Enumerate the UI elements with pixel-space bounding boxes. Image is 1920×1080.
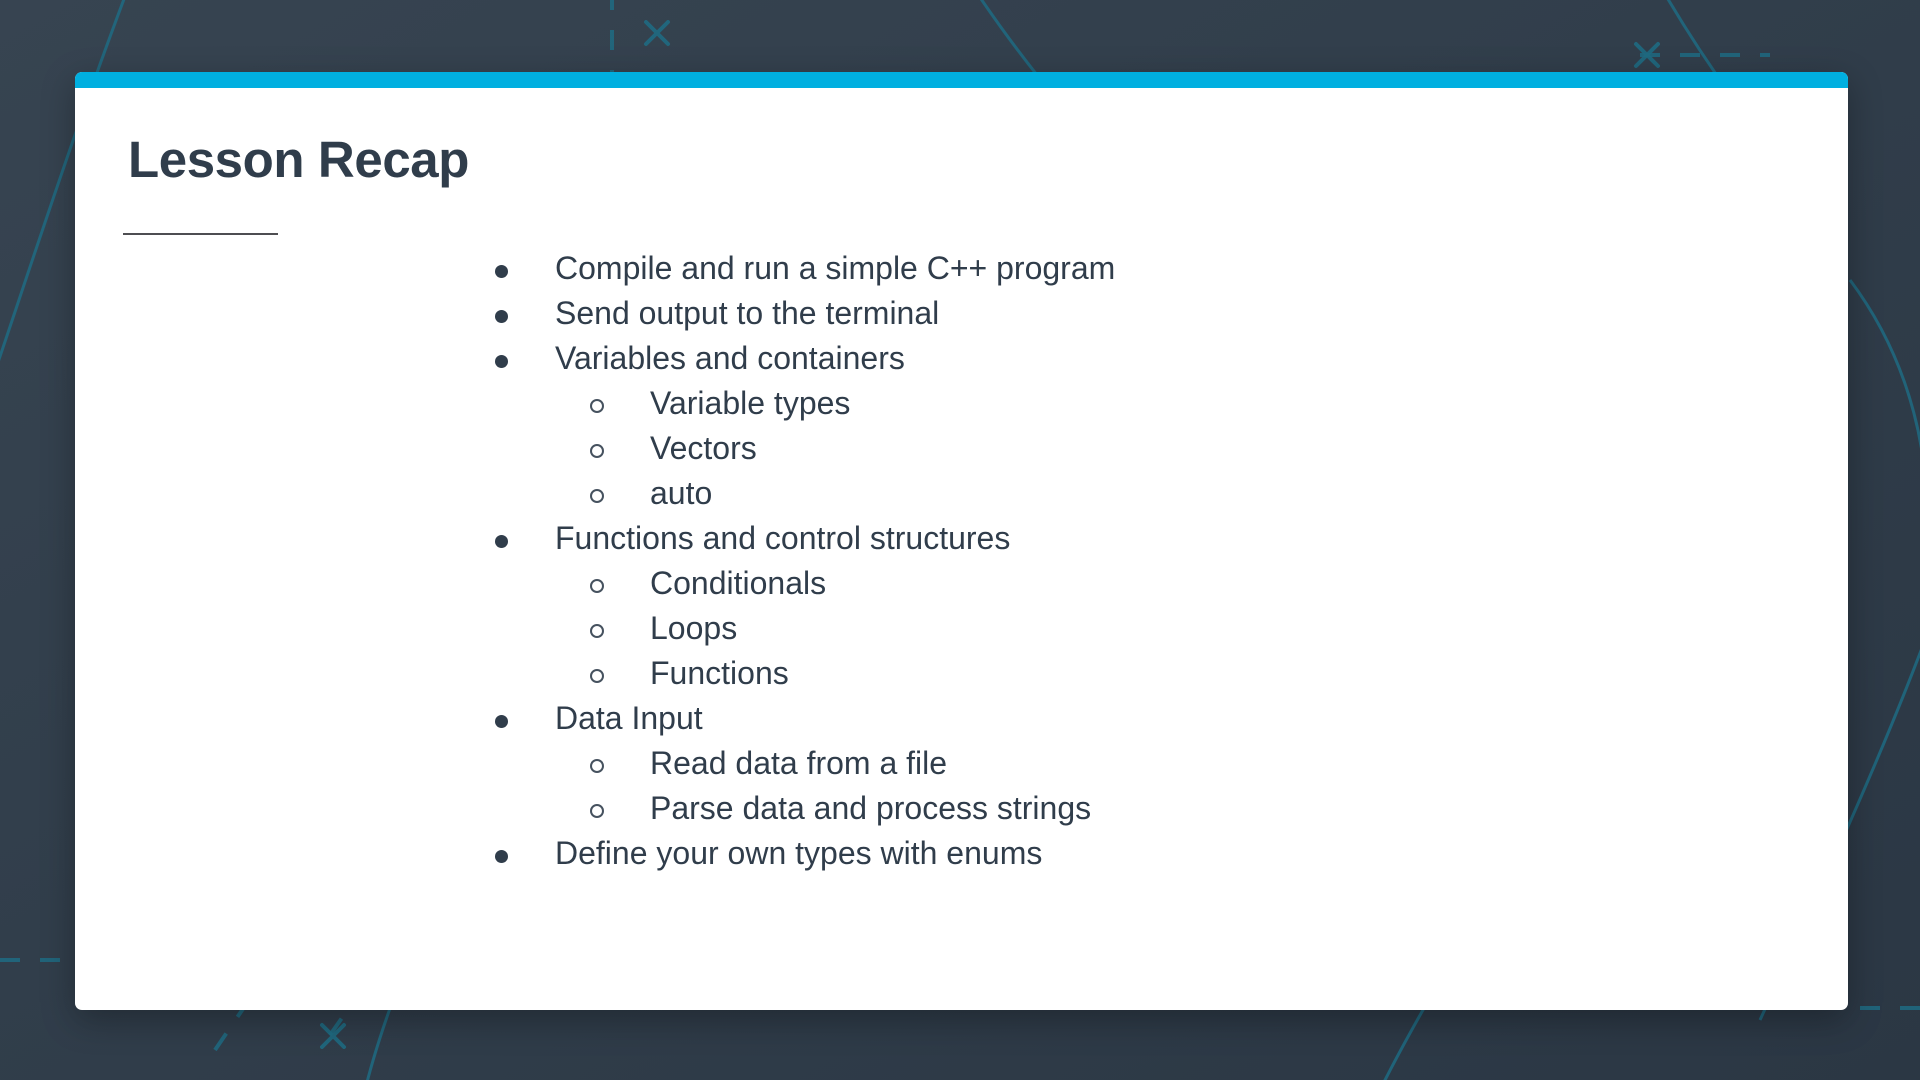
circle-icon <box>590 624 604 638</box>
hollow-circle-bullet <box>590 579 650 593</box>
disc-icon <box>495 535 508 548</box>
circle-icon <box>590 804 604 818</box>
list-item: auto <box>495 477 1775 522</box>
list-item-label: Parse data and process strings <box>650 790 1092 826</box>
x-mark-icon <box>320 1023 346 1049</box>
accent-bar <box>75 72 1848 88</box>
hollow-circle-bullet <box>590 669 650 683</box>
list-item: Parse data and process strings <box>495 792 1775 837</box>
filled-disc-bullet <box>495 310 555 323</box>
list-item-label: Compile and run a simple C++ program <box>555 250 1116 286</box>
disc-icon <box>495 850 508 863</box>
circle-icon <box>590 669 604 683</box>
list-item-label: Conditionals <box>650 565 827 601</box>
list-item-label: Send output to the terminal <box>555 295 940 331</box>
list-item: Functions and control structures <box>495 522 1775 567</box>
x-mark-icon <box>644 20 670 46</box>
list-item-label: Functions <box>650 655 789 691</box>
hollow-circle-bullet <box>590 444 650 458</box>
disc-icon <box>495 265 508 278</box>
list-item: Functions <box>495 657 1775 702</box>
disc-icon <box>495 355 508 368</box>
slide-card: Lesson Recap Compile and run a simple C+… <box>75 72 1848 1010</box>
circle-icon <box>590 579 604 593</box>
list-item: Send output to the terminal <box>495 297 1775 342</box>
list-item-label: auto <box>650 475 713 511</box>
list-item-label: Loops <box>650 610 738 646</box>
list-item: Variable types <box>495 387 1775 432</box>
list-item: Data Input <box>495 702 1775 747</box>
list-item-label: Functions and control structures <box>555 520 1011 556</box>
page-title: Lesson Recap <box>128 131 469 188</box>
filled-disc-bullet <box>495 850 555 863</box>
circle-icon <box>590 444 604 458</box>
list-item-label: Data Input <box>555 700 703 736</box>
list-item: Variables and containers <box>495 342 1775 387</box>
list-item: Conditionals <box>495 567 1775 612</box>
list-item-label: Define your own types with enums <box>555 835 1043 871</box>
list-item: Read data from a file <box>495 747 1775 792</box>
list-item: Vectors <box>495 432 1775 477</box>
disc-icon <box>495 715 508 728</box>
hollow-circle-bullet <box>590 759 650 773</box>
list-item: Compile and run a simple C++ program <box>495 252 1775 297</box>
filled-disc-bullet <box>495 715 555 728</box>
decor-x-marks <box>320 20 1660 1049</box>
list-item: Define your own types with enums <box>495 837 1775 882</box>
disc-icon <box>495 310 508 323</box>
title-underline-rule <box>123 233 278 235</box>
list-item-label: Vectors <box>650 430 757 466</box>
hollow-circle-bullet <box>590 489 650 503</box>
x-mark-icon <box>1634 42 1660 68</box>
list-item: Loops <box>495 612 1775 657</box>
list-item-label: Variables and containers <box>555 340 905 376</box>
circle-icon <box>590 759 604 773</box>
circle-icon <box>590 489 604 503</box>
filled-disc-bullet <box>495 535 555 548</box>
hollow-circle-bullet <box>590 399 650 413</box>
filled-disc-bullet <box>495 265 555 278</box>
filled-disc-bullet <box>495 355 555 368</box>
hollow-circle-bullet <box>590 804 650 818</box>
list-item-label: Variable types <box>650 385 851 421</box>
list-item-label: Read data from a file <box>650 745 948 781</box>
hollow-circle-bullet <box>590 624 650 638</box>
circle-icon <box>590 399 604 413</box>
